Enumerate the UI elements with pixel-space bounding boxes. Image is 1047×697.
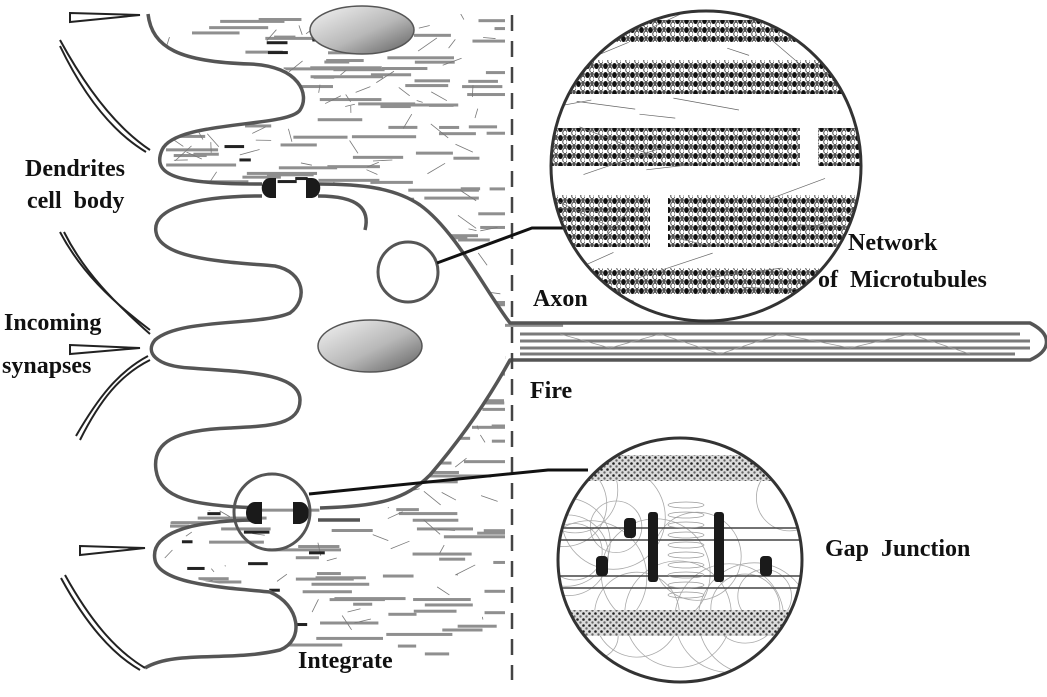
cell-outline <box>144 518 298 670</box>
cell-outline <box>317 194 368 231</box>
axon-microtubules <box>520 332 1030 356</box>
cell-outline <box>146 13 306 186</box>
label-synapses: synapses <box>2 353 91 379</box>
label-axon: Axon <box>533 286 588 312</box>
synapse-junction-bottom <box>245 502 310 524</box>
label-dendrites: Dendrites <box>25 156 125 182</box>
nucleus-middle <box>317 319 423 373</box>
connector-gap-junction <box>308 468 588 496</box>
label-of-microtubules: of Microtubules <box>818 267 987 293</box>
magnifier-microtubule <box>376 240 440 304</box>
magnifier-gap-junction <box>232 472 312 552</box>
label-cell-body: cell body <box>27 188 124 214</box>
incoming-synapse-pointers <box>59 11 151 671</box>
label-incoming: Incoming <box>4 310 101 336</box>
synapse-junction-top <box>261 178 321 198</box>
label-gap-junction: Gap Junction <box>825 536 970 562</box>
nucleus-top <box>309 5 415 55</box>
label-fire: Fire <box>530 378 573 404</box>
connector-microtubule <box>436 226 568 265</box>
microtubule-network-zoom <box>549 9 863 323</box>
label-integrate: Integrate <box>298 648 393 674</box>
label-network: Network <box>848 230 938 256</box>
gap-junction-zoom <box>556 436 804 684</box>
cell-outline <box>149 194 303 510</box>
